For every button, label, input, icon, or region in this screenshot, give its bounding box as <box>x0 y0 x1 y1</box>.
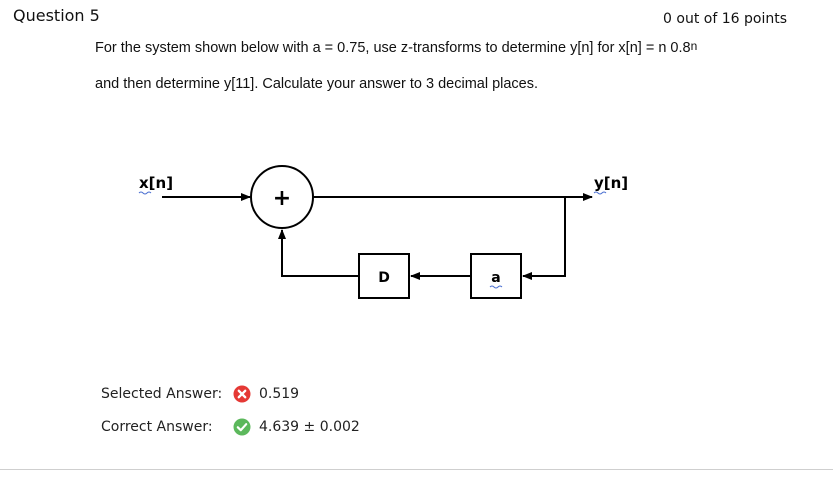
question-text-main: For the system shown below with a = 0.75… <box>95 40 691 56</box>
selected-answer-row: Selected Answer: 0.519 <box>101 385 299 403</box>
summing-junction-symbol: + <box>273 186 291 211</box>
correct-check-icon <box>233 418 251 436</box>
delay-block-label: D <box>378 270 390 286</box>
selected-answer-label: Selected Answer: <box>101 386 223 402</box>
question-text-line1: For the system shown below with a = 0.75… <box>95 39 698 56</box>
output-label-underline <box>593 191 607 195</box>
gain-block <box>470 253 522 299</box>
question-text-exponent: n <box>690 39 698 53</box>
correct-answer-label: Correct Answer: <box>101 419 213 435</box>
input-label-underline <box>138 191 152 195</box>
question-points: 0 out of 16 points <box>663 11 787 27</box>
feedback-return-line <box>278 229 359 277</box>
incorrect-x-icon <box>233 385 251 403</box>
output-label: y[n] <box>594 174 628 192</box>
question-text-line2: and then determine y[11]. Calculate your… <box>95 76 539 92</box>
selected-answer-value: 0.519 <box>259 386 300 402</box>
feedback-tap-line <box>522 197 566 280</box>
correct-answer-value: 4.639 ± 0.002 <box>259 419 360 435</box>
input-label: x[n] <box>139 174 173 192</box>
gain-label-underline <box>489 285 503 289</box>
gain-block-label: a <box>491 270 500 286</box>
question-title: Question 5 <box>13 6 100 25</box>
bottom-divider <box>0 469 833 470</box>
correct-answer-row: Correct Answer: 4.639 ± 0.002 <box>101 418 360 436</box>
